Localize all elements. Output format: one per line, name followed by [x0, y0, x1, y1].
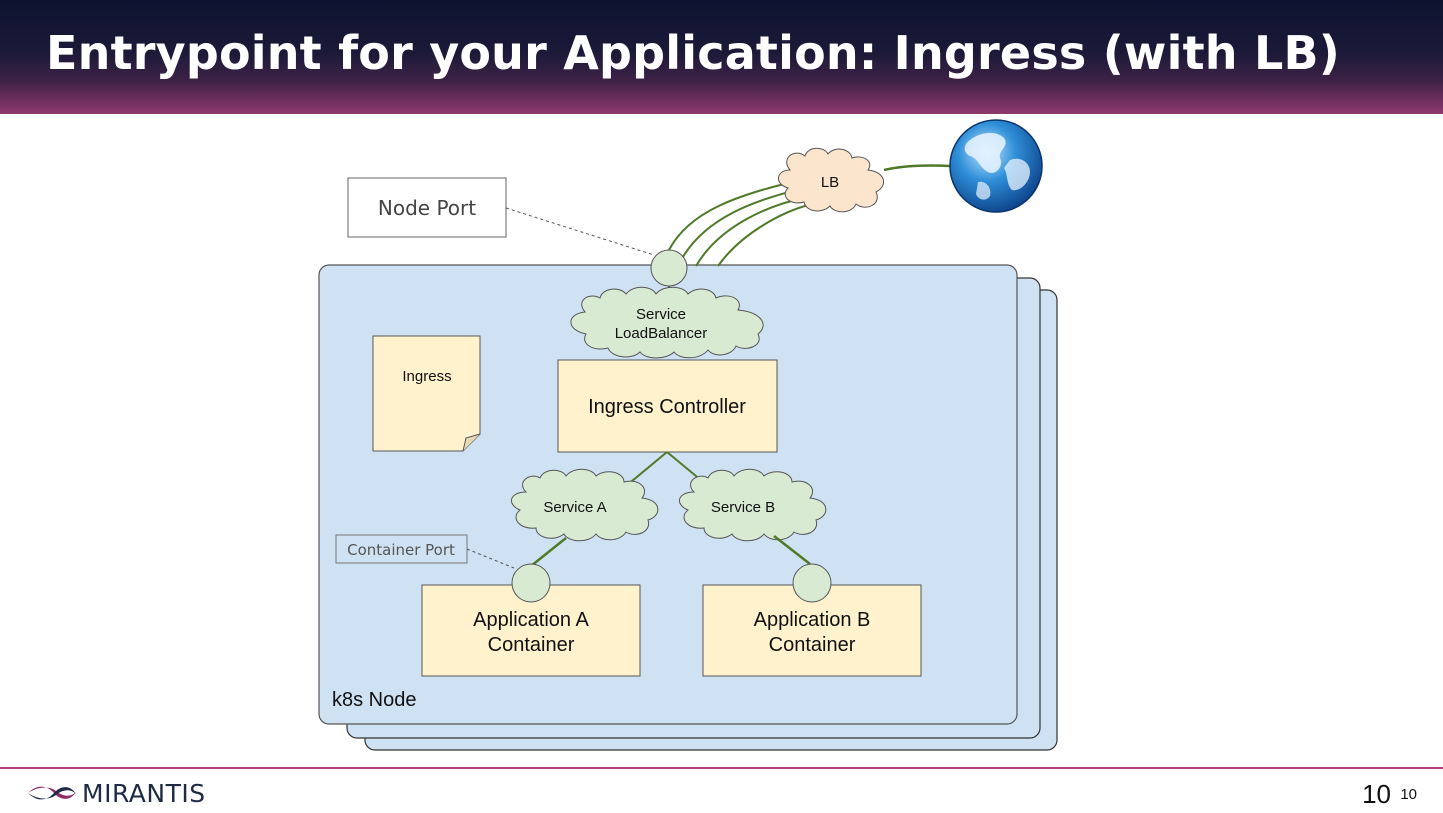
lb-connector-1: [668, 181, 793, 251]
container-port-label: Container Port: [347, 541, 455, 559]
ingress-document-label: Ingress: [402, 368, 451, 385]
container-port-b-circle: [792, 563, 832, 603]
service-b-label: Service B: [711, 499, 775, 516]
mirantis-logo-icon: [28, 786, 76, 800]
application-b-label-1: Application B: [754, 609, 871, 631]
service-loadbalancer-label-1: Service: [636, 306, 686, 323]
node-port-callout: [347, 177, 507, 238]
controller-to-service-a: [625, 451, 668, 487]
footer-divider: [0, 767, 1443, 769]
ingress-document: [372, 335, 481, 452]
service-a-to-port: [530, 537, 567, 567]
brand-name: MIRANTIS: [82, 778, 206, 808]
service-loadbalancer-label-2: LoadBalancer: [615, 325, 708, 342]
service-b-cloud: [679, 468, 827, 542]
container-port-callout: [335, 534, 468, 564]
page-number: 10: [1362, 779, 1391, 809]
service-b-to-port: [773, 535, 811, 565]
slide-title: Entrypoint for your Application: Ingress…: [46, 26, 1340, 80]
application-b-label-2: Container: [769, 634, 856, 656]
container-port-leader: [466, 548, 515, 569]
service-loadbalancer-cloud: [570, 286, 764, 359]
globe-icon: [949, 119, 1043, 213]
title-bar: Entrypoint for your Application: Ingress…: [0, 0, 1443, 114]
lb-cloud: [778, 147, 884, 213]
ingress-controller-label: Ingress Controller: [588, 396, 746, 418]
lb-label: LB: [821, 174, 839, 191]
k8s-node-label: k8s Node: [332, 689, 417, 711]
lb-globe-connector: [883, 164, 951, 172]
node-port-leader: [505, 207, 655, 256]
lb-connector-4: [717, 203, 813, 267]
page-number-small: 10: [1400, 786, 1417, 803]
service-a-label: Service A: [543, 499, 606, 516]
node-port-circle: [650, 249, 688, 287]
ingress-controller-box: [557, 359, 778, 453]
container-port-a-circle: [511, 563, 551, 603]
node-port-label: Node Port: [378, 196, 476, 220]
lb-connector-2: [679, 189, 797, 263]
mirantis-logo: MIRANTIS: [26, 776, 206, 810]
ingress-document-fold: [462, 433, 481, 452]
application-a-label-1: Application A: [473, 609, 589, 631]
service-a-cloud: [511, 468, 659, 542]
application-a-label-2: Container: [488, 634, 575, 656]
